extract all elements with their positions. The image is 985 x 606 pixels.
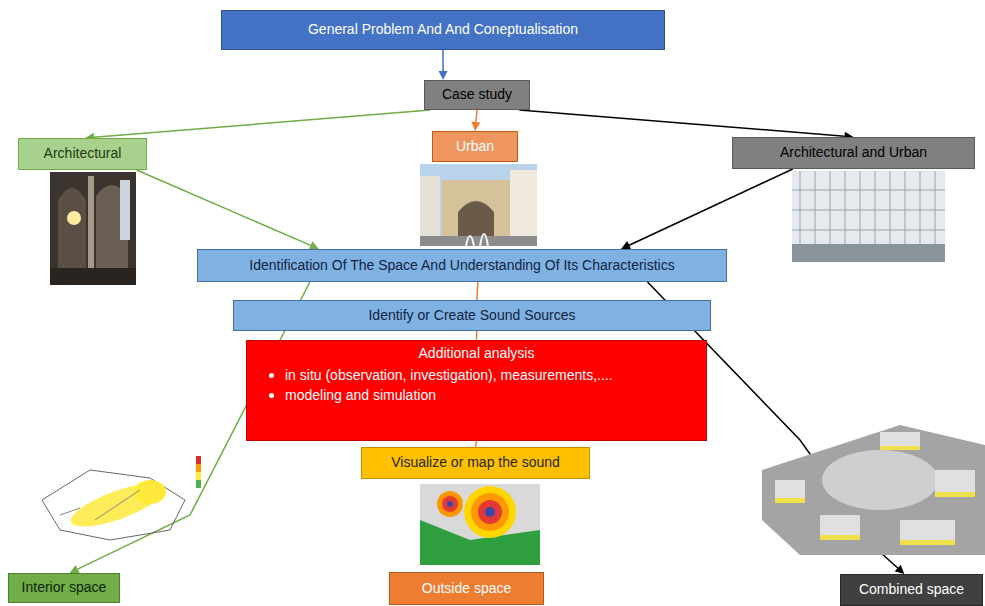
process-box: Architectural [18, 138, 147, 170]
noise-ring [442, 496, 458, 512]
scale-bar [196, 464, 201, 472]
connector [477, 282, 478, 300]
plan-outline [42, 470, 185, 540]
arrow-head [471, 122, 480, 131]
box-label: Urban [456, 138, 494, 156]
process-box: General Problem And And Coneptualisation [221, 10, 665, 50]
noise-ring [485, 507, 495, 517]
scale-bar [196, 456, 201, 464]
window [120, 180, 130, 240]
bullet-dot [269, 373, 274, 378]
fountain [466, 234, 488, 246]
connector-line [137, 170, 311, 245]
sound-zone [134, 480, 166, 504]
process-box: Combined space [840, 574, 983, 606]
connector-line [94, 110, 430, 137]
process-box: Outside space [389, 572, 544, 605]
building-face [775, 498, 805, 503]
process-box: Identify or Create Sound Sources [233, 300, 711, 331]
analysis-box: Additional analysis in situ (observation,… [246, 340, 707, 441]
building [820, 515, 860, 535]
facade-base [792, 244, 945, 262]
building [880, 432, 920, 446]
scale-bar [196, 472, 201, 480]
photo-ground [50, 172, 136, 285]
box-label: Architectural [44, 145, 122, 163]
process-box: Architectural and Urban [732, 137, 975, 169]
box-label: Combined space [859, 581, 964, 599]
central-block [822, 450, 938, 510]
noise-ring [478, 500, 502, 524]
urban-gate-photo [420, 164, 537, 246]
process-box: Urban [432, 131, 518, 162]
box-label: Outside space [422, 580, 512, 598]
building-face [900, 540, 955, 545]
plan-line [60, 490, 140, 520]
connector-line [629, 169, 793, 245]
process-box: Identification Of The Space And Understa… [197, 249, 727, 282]
connector-line [477, 282, 478, 300]
building-face [820, 535, 860, 540]
noise-ring [471, 493, 509, 531]
process-box: Interior space [8, 573, 120, 603]
noise-ring [464, 486, 516, 538]
noise-map-image [420, 484, 540, 565]
box-label: Visualize or map the sound [391, 454, 560, 472]
arrow-head [895, 565, 905, 574]
connector [476, 331, 477, 340]
connector [137, 170, 319, 250]
box-label: Interior space [22, 579, 107, 597]
process-box: Case study [424, 80, 530, 110]
connector [621, 169, 793, 249]
box-label: Identification Of The Space And Understa… [249, 257, 674, 275]
connector [471, 110, 480, 131]
box-label: Additional analysis [419, 345, 535, 363]
interior-plan-drawing [42, 456, 201, 540]
floor [50, 268, 136, 285]
connector-line [519, 110, 844, 136]
connector-line [476, 331, 478, 340]
facade-grid [792, 171, 945, 262]
building-face [935, 492, 975, 497]
church-interior-photo [50, 172, 136, 285]
box-label: Case study [442, 86, 512, 104]
lamp [67, 211, 81, 225]
bullet-text: modeling and simulation [255, 385, 436, 405]
noise-ring [447, 501, 453, 507]
process-box: Visualize or map the sound [361, 447, 590, 479]
connector-line [476, 110, 477, 122]
connector [85, 110, 430, 142]
building [900, 520, 955, 540]
building [420, 176, 440, 246]
ground [420, 236, 537, 246]
bullet-dot [269, 393, 274, 398]
building-face [880, 446, 920, 450]
map-ground [420, 484, 540, 565]
city-model-image [762, 425, 985, 555]
building [935, 470, 975, 492]
city-ground [762, 425, 985, 555]
building [510, 170, 537, 246]
arrow-head [439, 71, 448, 80]
box-label: Architectural and Urban [780, 144, 927, 162]
box-label: Identify or Create Sound Sources [368, 307, 575, 325]
scale-bar [196, 480, 201, 488]
noise-ring [437, 491, 463, 517]
connector-line [442, 50, 444, 71]
facade-photo [792, 171, 945, 262]
box-label: General Problem And And Coneptualisation [308, 21, 578, 39]
connector [439, 50, 448, 80]
bullet-text: in situ (observation, investigation), me… [255, 365, 613, 385]
facade [792, 171, 945, 262]
arrow-head [70, 565, 80, 573]
building [775, 480, 805, 498]
sky [420, 164, 537, 246]
